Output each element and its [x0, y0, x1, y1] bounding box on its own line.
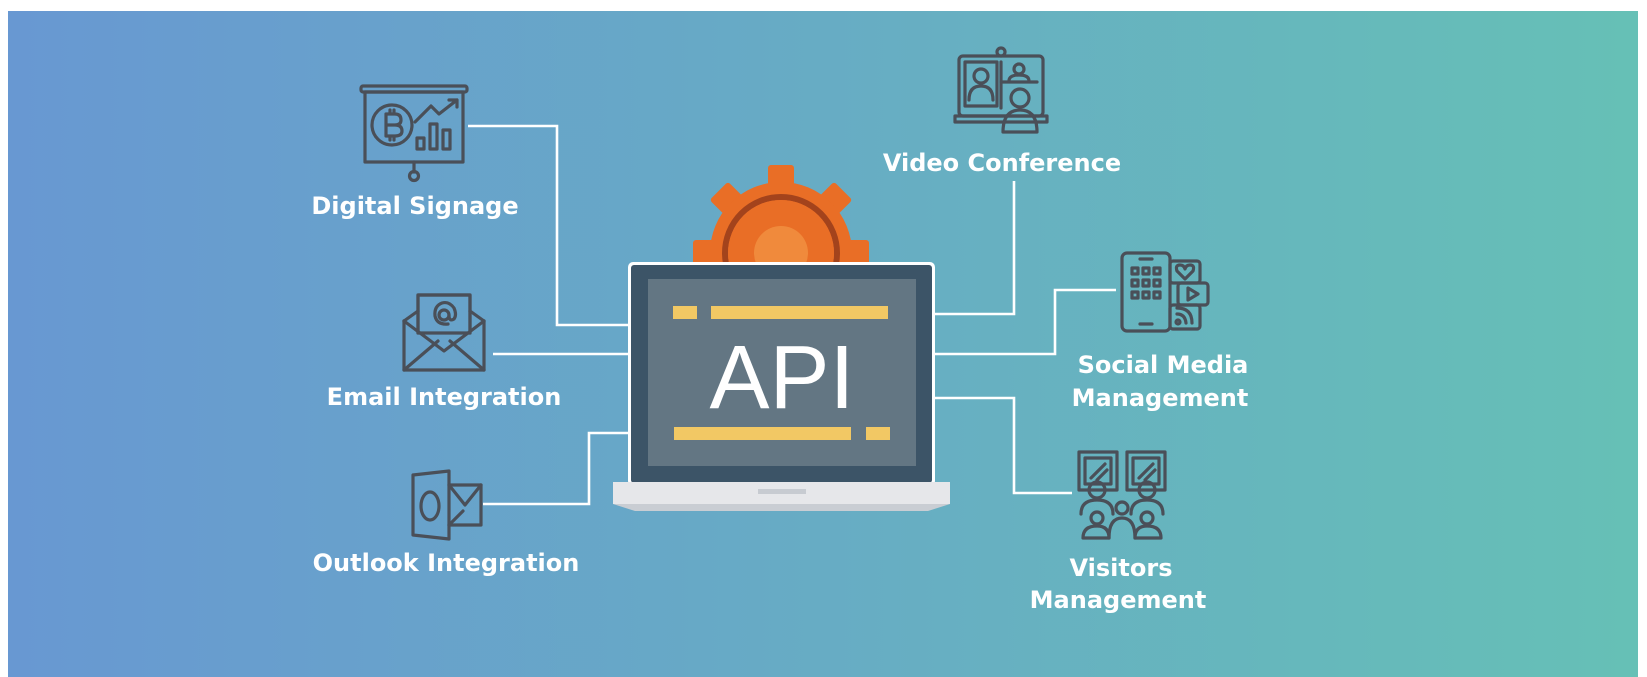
- label-social-media-line2: Management: [1072, 384, 1249, 412]
- label-social-media-line1: Social Media: [1078, 351, 1249, 379]
- connector-video: [933, 181, 1016, 316]
- connector-outlook: [483, 431, 630, 506]
- trackpad-slot: [758, 489, 806, 494]
- label-visitors-line2: Management: [1030, 586, 1207, 614]
- outlook-icon: [411, 469, 483, 541]
- diagram-canvas: API: [8, 11, 1638, 677]
- api-integrations-banner: API: [8, 11, 1638, 677]
- label-visitors-line1: Visitors: [1070, 554, 1173, 582]
- connector-social: [933, 288, 1116, 356]
- presentation-chart-bitcoin-icon: [359, 84, 469, 183]
- code-bar: [711, 306, 888, 319]
- label-email-integration: Email Integration: [327, 383, 562, 411]
- label-digital-signage: Digital Signage: [311, 192, 518, 220]
- code-bar: [866, 427, 890, 440]
- connector-visitors: [933, 396, 1072, 495]
- video-call-icon: [953, 46, 1049, 134]
- envelope-at-icon: [402, 293, 486, 372]
- laptop: API: [613, 262, 950, 511]
- smartphone-apps-icon: [1120, 251, 1210, 333]
- code-bar: [673, 306, 697, 319]
- visitors-icon: [1077, 450, 1167, 540]
- api-label: API: [709, 328, 854, 428]
- label-video-conference: Video Conference: [883, 149, 1121, 177]
- label-outlook-integration: Outlook Integration: [313, 549, 580, 577]
- connector-lines: [468, 124, 1116, 506]
- code-bar: [674, 427, 851, 440]
- connector-digital-signage: [468, 124, 630, 327]
